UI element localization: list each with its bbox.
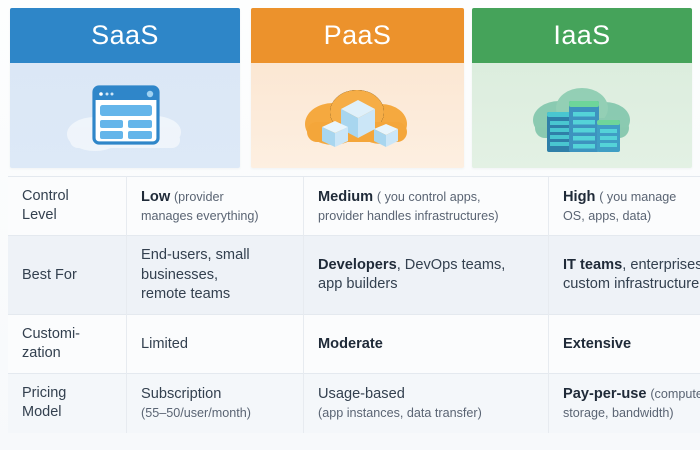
row-label-best-for: Best For [8, 235, 127, 315]
service-model-cards: SaaS [8, 8, 692, 168]
cloud-with-cubes-icon [304, 90, 407, 147]
row-label-pricing-model: Pricing Model [8, 373, 127, 433]
card-saas-title: SaaS [10, 8, 240, 63]
cell-best-for-iaas: IT teams, enterprises, custom infrastruc… [548, 235, 700, 315]
comparison-table: Control Level Low (provider manages ever… [8, 175, 700, 433]
card-paas-title: PaaS [251, 8, 464, 63]
table-row-control-level: Control Level Low (provider manages ever… [8, 175, 700, 236]
cell-pricing-model-iaas: Pay-per-use (compute hours, storage, ban… [548, 373, 700, 433]
cell-control-level-saas: Low (provider manages everything) [126, 175, 304, 236]
table-row-customization: Customi- zation Limited Moderate Extensi… [8, 313, 700, 374]
card-iaas-title: IaaS [472, 8, 692, 63]
card-paas[interactable]: PaaS [251, 8, 464, 168]
cell-control-level-paas: Medium ( you control apps, provider hand… [303, 175, 549, 236]
cell-customization-saas: Limited [126, 313, 304, 374]
cell-customization-paas: Moderate [303, 313, 549, 374]
cell-customization-iaas: Extensive [548, 313, 700, 374]
browser-dashboard-cloud-icon [67, 85, 181, 151]
card-paas-illustration [251, 63, 464, 168]
cell-control-level-iaas: High ( you manage OS, apps, data) [548, 175, 700, 236]
row-label-customization: Customi- zation [8, 313, 127, 374]
cell-pricing-model-saas: Subscription (55–50/user/month) [126, 373, 304, 433]
cloud-with-server-racks-icon [533, 88, 630, 152]
table-row-pricing-model: Pricing Model Subscription (55–50/user/m… [8, 373, 700, 433]
card-saas-illustration [10, 63, 240, 168]
table-row-best-for: Best For End-users, small businesses, re… [8, 235, 700, 315]
card-iaas[interactable]: IaaS [472, 8, 692, 168]
row-label-control-level: Control Level [8, 175, 127, 236]
cell-best-for-saas: End-users, small businesses, remote team… [126, 235, 304, 315]
card-saas[interactable]: SaaS [10, 8, 240, 168]
cell-pricing-model-paas: Usage-based (app instances, data transfe… [303, 373, 549, 433]
card-iaas-illustration [472, 63, 692, 168]
cell-best-for-paas: Developers, DevOps teams, app builders [303, 235, 549, 315]
